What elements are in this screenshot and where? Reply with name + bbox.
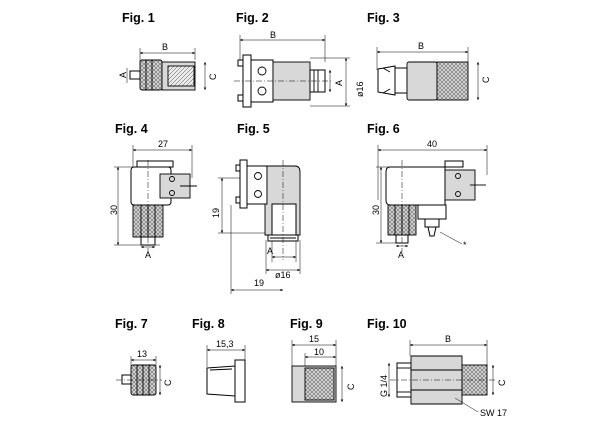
figure-4-title: Fig. 4 [115,122,148,136]
figure-3: Fig. 3 B C [367,11,491,101]
figure-8: Fig. 8 15,3 [192,317,246,403]
figure-2-dim-d16: ø16 [355,81,365,97]
figure-8-title: Fig. 8 [192,317,225,331]
figure-10-dim-sw17: SW 17 [480,408,507,418]
figure-3-title: Fig. 3 [367,11,400,25]
figure-2: Fig. 2 B A ø16 [234,11,365,108]
figure-4-dim-30: 30 [109,205,119,215]
figure-7-dim-c: C [163,379,173,386]
figure-7: Fig. 7 13 C [115,317,173,396]
figure-2-title: Fig. 2 [236,11,269,25]
figure-9: Fig. 9 15 10 C [290,317,356,403]
figure-1-dim-c: C [208,73,218,80]
figure-5-title: Fig. 5 [237,122,270,136]
figure-10-dim-g14: G 1/4 [379,375,389,397]
figure-9-dim-15: 15 [309,334,319,344]
figure-5-dim-a: A [267,246,273,256]
figure-2-dim-a: A [334,80,344,86]
figure-5-dim-d16: ø16 [275,270,291,280]
figure-10-title: Fig. 10 [367,317,407,331]
figure-6-dim-40: 40 [427,139,437,149]
figure-7-dim-13: 13 [137,349,147,359]
figure-3-dim-b: B [418,41,424,51]
figure-1-dim-a: A [118,72,128,78]
figure-6-dim-a: A [398,250,404,260]
figure-10-dim-c: C [497,379,507,386]
figure-6-dim-30: 30 [371,205,381,215]
figure-7-title: Fig. 7 [115,317,148,331]
figure-9-dim-10: 10 [314,347,324,357]
figure-1-dim-b: B [162,42,168,52]
figure-9-dim-c: C [346,383,356,390]
figure-6-dim-star: * [463,240,467,250]
figure-8-dim-15-3: 15,3 [216,339,234,349]
figure-10-dim-b: B [445,334,451,344]
figure-1: Fig. 1 B A C [118,11,218,91]
figure-3-dim-c: C [481,76,491,83]
figure-6: Fig. 6 40 30 * A [367,122,488,260]
figure-1-title: Fig. 1 [122,11,155,25]
figure-2-dim-b: B [270,30,276,40]
figure-4-dim-a: A [145,250,151,260]
figure-6-title: Fig. 6 [367,122,400,136]
figure-4: Fig. 4 27 30 A [109,122,197,260]
figure-10: Fig. 10 B G 1/4 C SW 17 [367,317,507,418]
figure-9-title: Fig. 9 [290,317,323,331]
figure-5-dim-19v: 19 [211,208,221,218]
figure-5: Fig. 5 19 A ø16 19 [211,122,301,294]
figure-5-dim-19h: 19 [254,278,264,288]
figure-4-dim-27: 27 [158,139,168,149]
